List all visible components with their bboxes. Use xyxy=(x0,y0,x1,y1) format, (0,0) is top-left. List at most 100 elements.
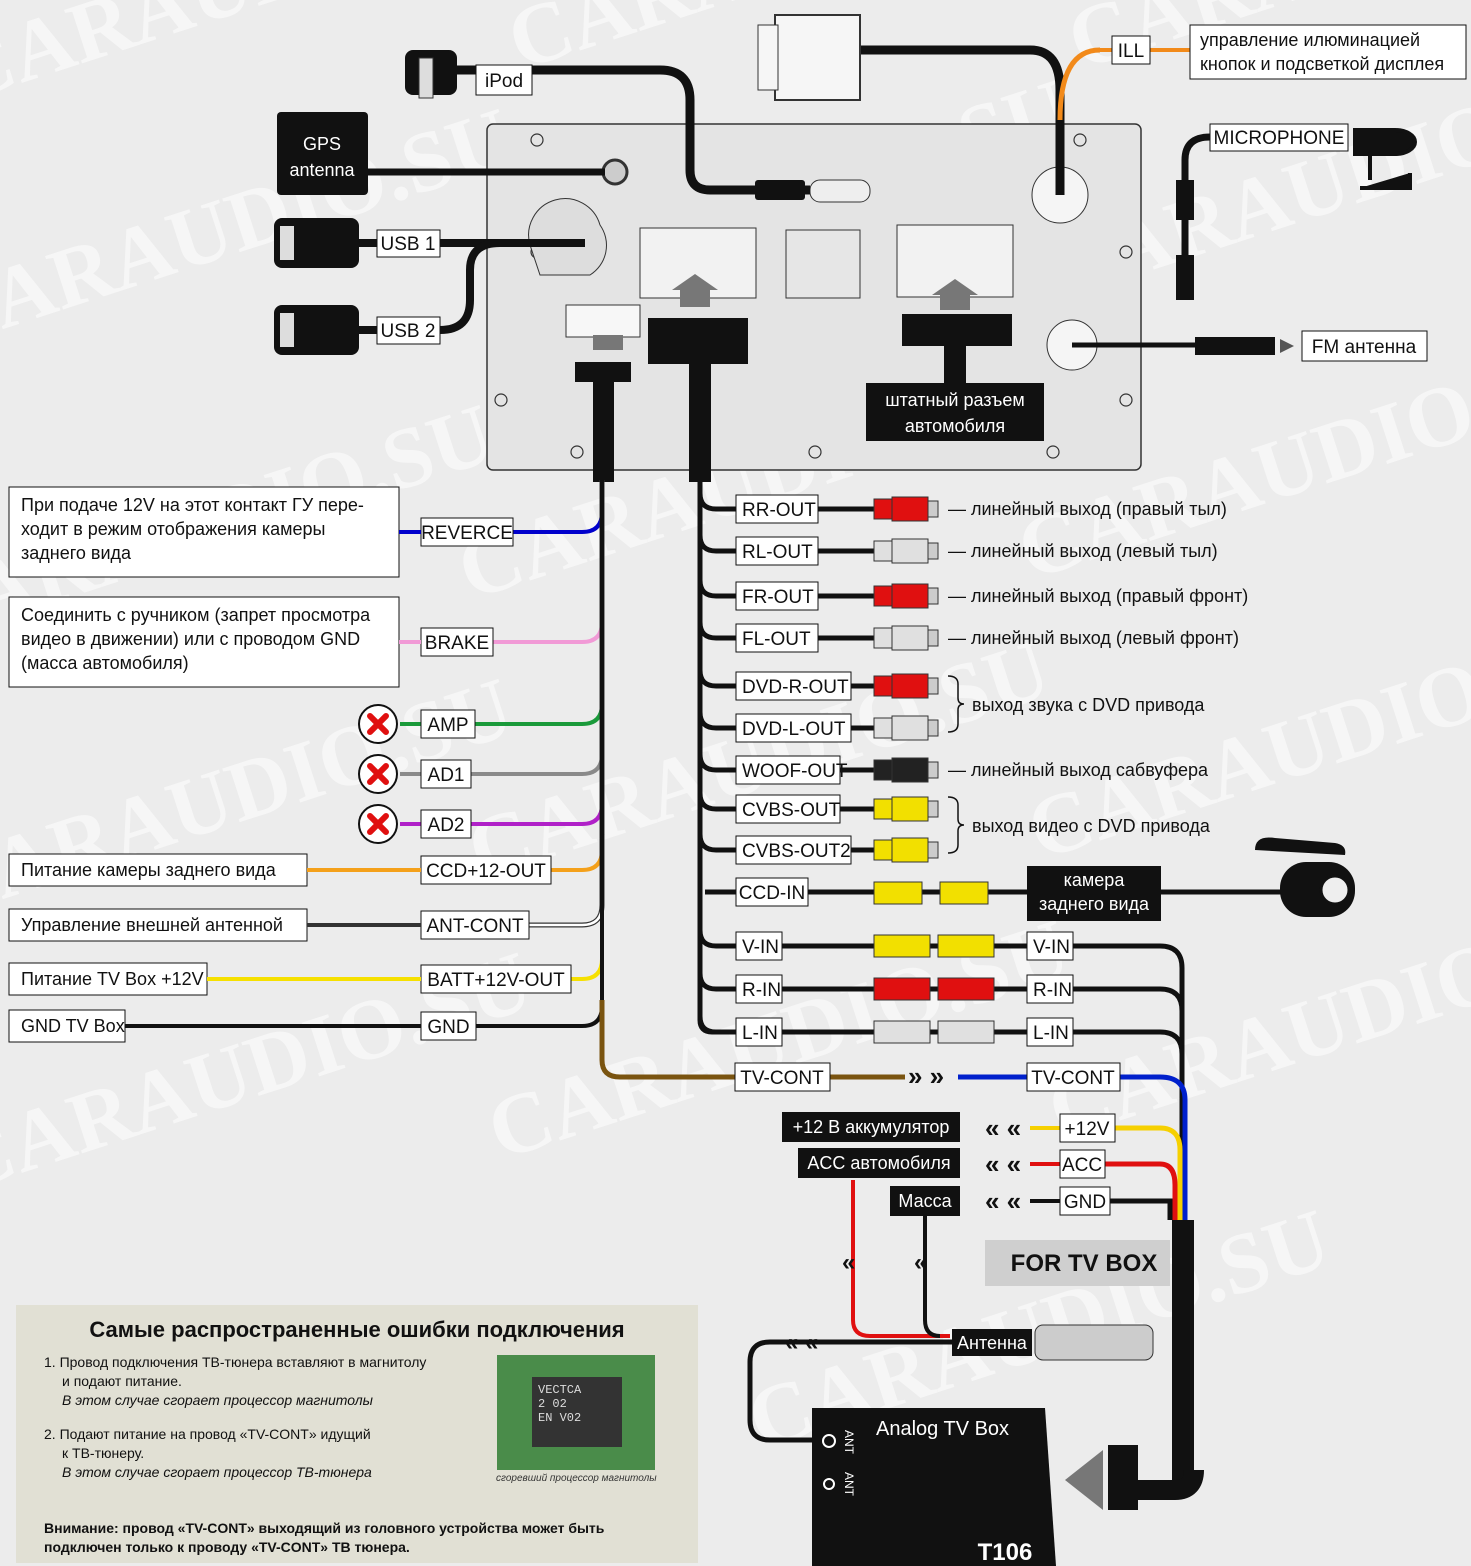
car-harness-plug xyxy=(902,314,1012,346)
gps-port xyxy=(601,158,629,186)
input-label: L-IN xyxy=(742,1023,778,1044)
wire-label-box xyxy=(420,1011,477,1041)
rca-pair-ccd xyxy=(873,881,989,905)
input-label-box xyxy=(735,974,783,1004)
wire-label: AMP xyxy=(427,715,468,736)
error-1-result: В этом случае сгорает процессор магнитол… xyxy=(62,1392,373,1408)
input-label: R-IN xyxy=(1033,980,1072,1001)
fm-label: FM антенна xyxy=(1312,337,1417,358)
rca-plug xyxy=(873,1020,931,1044)
rca-plug xyxy=(873,583,939,609)
error-1-line-2: и подают питание. xyxy=(62,1373,182,1389)
ill-desc-2: кнопок и подсветкой дисплея xyxy=(1200,54,1444,74)
camera-label-box xyxy=(1027,866,1161,921)
input-label: L-IN xyxy=(1033,1023,1069,1044)
rca-plug xyxy=(873,673,939,699)
wire-label-box xyxy=(420,809,472,839)
input-label: V-IN xyxy=(1033,937,1070,958)
wire-desc: ходит в режим отображения камеры xyxy=(21,519,325,539)
p12-label-box xyxy=(1059,1113,1116,1143)
tv-box-model: T106 xyxy=(978,1539,1033,1566)
wire-label: ANT-CONT xyxy=(426,916,524,937)
watermark: CARAUDIO.SU xyxy=(0,659,524,937)
wire-label: AD1 xyxy=(428,765,465,786)
rca-outputs: RR-OUT— линейный выход (правый тыл)RL-OU… xyxy=(697,480,1248,1035)
antenna-label: Антенна xyxy=(957,1333,1028,1353)
svg-text:» »: » » xyxy=(908,1061,944,1091)
ill-connector xyxy=(774,14,861,101)
arrow-left xyxy=(1065,1450,1103,1510)
arrow-up xyxy=(593,335,623,350)
batt-label: +12 В аккумулятор xyxy=(793,1117,950,1137)
wire-desc-box xyxy=(8,596,400,688)
wire-label: AD2 xyxy=(428,815,465,836)
wire-label-box xyxy=(420,627,494,657)
camera-label-2: заднего вида xyxy=(1039,894,1150,914)
wire-desc: Соединить с ручником (запрет просмотра xyxy=(21,605,371,625)
input-label: R-IN xyxy=(742,980,781,1001)
tv-box-name: Analog TV Box xyxy=(876,1418,1009,1440)
tv-box-cable xyxy=(1172,1220,1194,1480)
wire-desc: видео в движении) или с проводом GND xyxy=(21,629,360,649)
output-label: DVD-L-OUT xyxy=(742,719,846,740)
usb1-label: USB 1 xyxy=(381,234,436,255)
output-label: FR-OUT xyxy=(742,587,814,608)
ipod-port xyxy=(809,179,871,203)
bracket xyxy=(947,675,965,733)
errors-title: Самые распространенные ошибки подключени… xyxy=(89,1317,625,1342)
ccd-in-label-box xyxy=(735,877,809,907)
rca-plug xyxy=(873,625,939,651)
rca-plug xyxy=(873,796,939,822)
dvd-audio-label: выход звука с DVD привода xyxy=(972,695,1205,715)
wire-desc: Управление внешней антенной xyxy=(21,915,283,935)
warning-line-1: Внимание: провод «TV-CONT» выходящий из … xyxy=(44,1520,605,1536)
output-label-box xyxy=(735,835,852,865)
wire-desc: При подаче 12V на этот контакт ГУ пере- xyxy=(21,495,364,515)
input-label-box xyxy=(1026,974,1074,1004)
wire-desc: заднего вида xyxy=(21,543,132,563)
ccd-in-label: CCD-IN xyxy=(739,883,806,904)
wire-desc-box xyxy=(8,853,308,887)
wire-desc-box xyxy=(8,962,208,996)
rca-plug xyxy=(873,977,931,1001)
car-connector-label-box xyxy=(866,383,1044,441)
wire-label-box xyxy=(420,709,476,739)
wire-label-box xyxy=(420,910,530,940)
mic-label: MICROPHONE xyxy=(1214,128,1345,149)
usb1-plug xyxy=(274,218,359,268)
tv-cont-label: TV-CONT xyxy=(740,1068,824,1089)
rca-plug xyxy=(937,934,995,958)
wire-desc-box xyxy=(8,486,400,578)
rca-plug xyxy=(873,757,939,783)
ill-label: ILL xyxy=(1118,41,1144,62)
input-label-box xyxy=(1026,931,1074,961)
wire-desc-box xyxy=(8,1009,126,1043)
camera-icon xyxy=(1255,837,1355,917)
fm-label-box xyxy=(1301,330,1428,362)
watermark: CARAUDIO.SU xyxy=(0,89,524,367)
error-2-line-1: 2. Подают питание на провод «TV-CONT» ид… xyxy=(44,1426,371,1442)
rca-plug xyxy=(873,715,939,741)
output-label-box xyxy=(735,494,819,524)
ipod-label-box xyxy=(475,64,533,96)
tv-cont-label-box xyxy=(1026,1062,1121,1092)
output-label-box xyxy=(735,794,841,824)
batt-label-box xyxy=(782,1112,960,1142)
tv-cont-label: TV-CONT xyxy=(1031,1068,1115,1089)
small-harness-cable xyxy=(593,380,614,482)
usb2-plug xyxy=(274,305,359,355)
main-harness-cable xyxy=(689,360,711,482)
camera-label-1: камера xyxy=(1064,870,1126,890)
error-2-line-2: к ТВ-тюнеру. xyxy=(62,1445,145,1461)
tv-cont-label-box xyxy=(734,1062,831,1092)
usb2-label-box xyxy=(376,316,441,345)
chip-text-3: EN V02 xyxy=(538,1411,582,1425)
pacc-label: ACC xyxy=(1062,1155,1102,1176)
output-desc: — линейный выход (левый фронт) xyxy=(948,628,1239,648)
ipod-label: iPod xyxy=(485,71,523,92)
usb2-cable xyxy=(355,239,501,334)
rca-plug xyxy=(873,837,939,863)
main-harness-plug xyxy=(648,318,748,364)
acc-label-box xyxy=(798,1148,960,1178)
mass-label: Масса xyxy=(898,1191,952,1211)
